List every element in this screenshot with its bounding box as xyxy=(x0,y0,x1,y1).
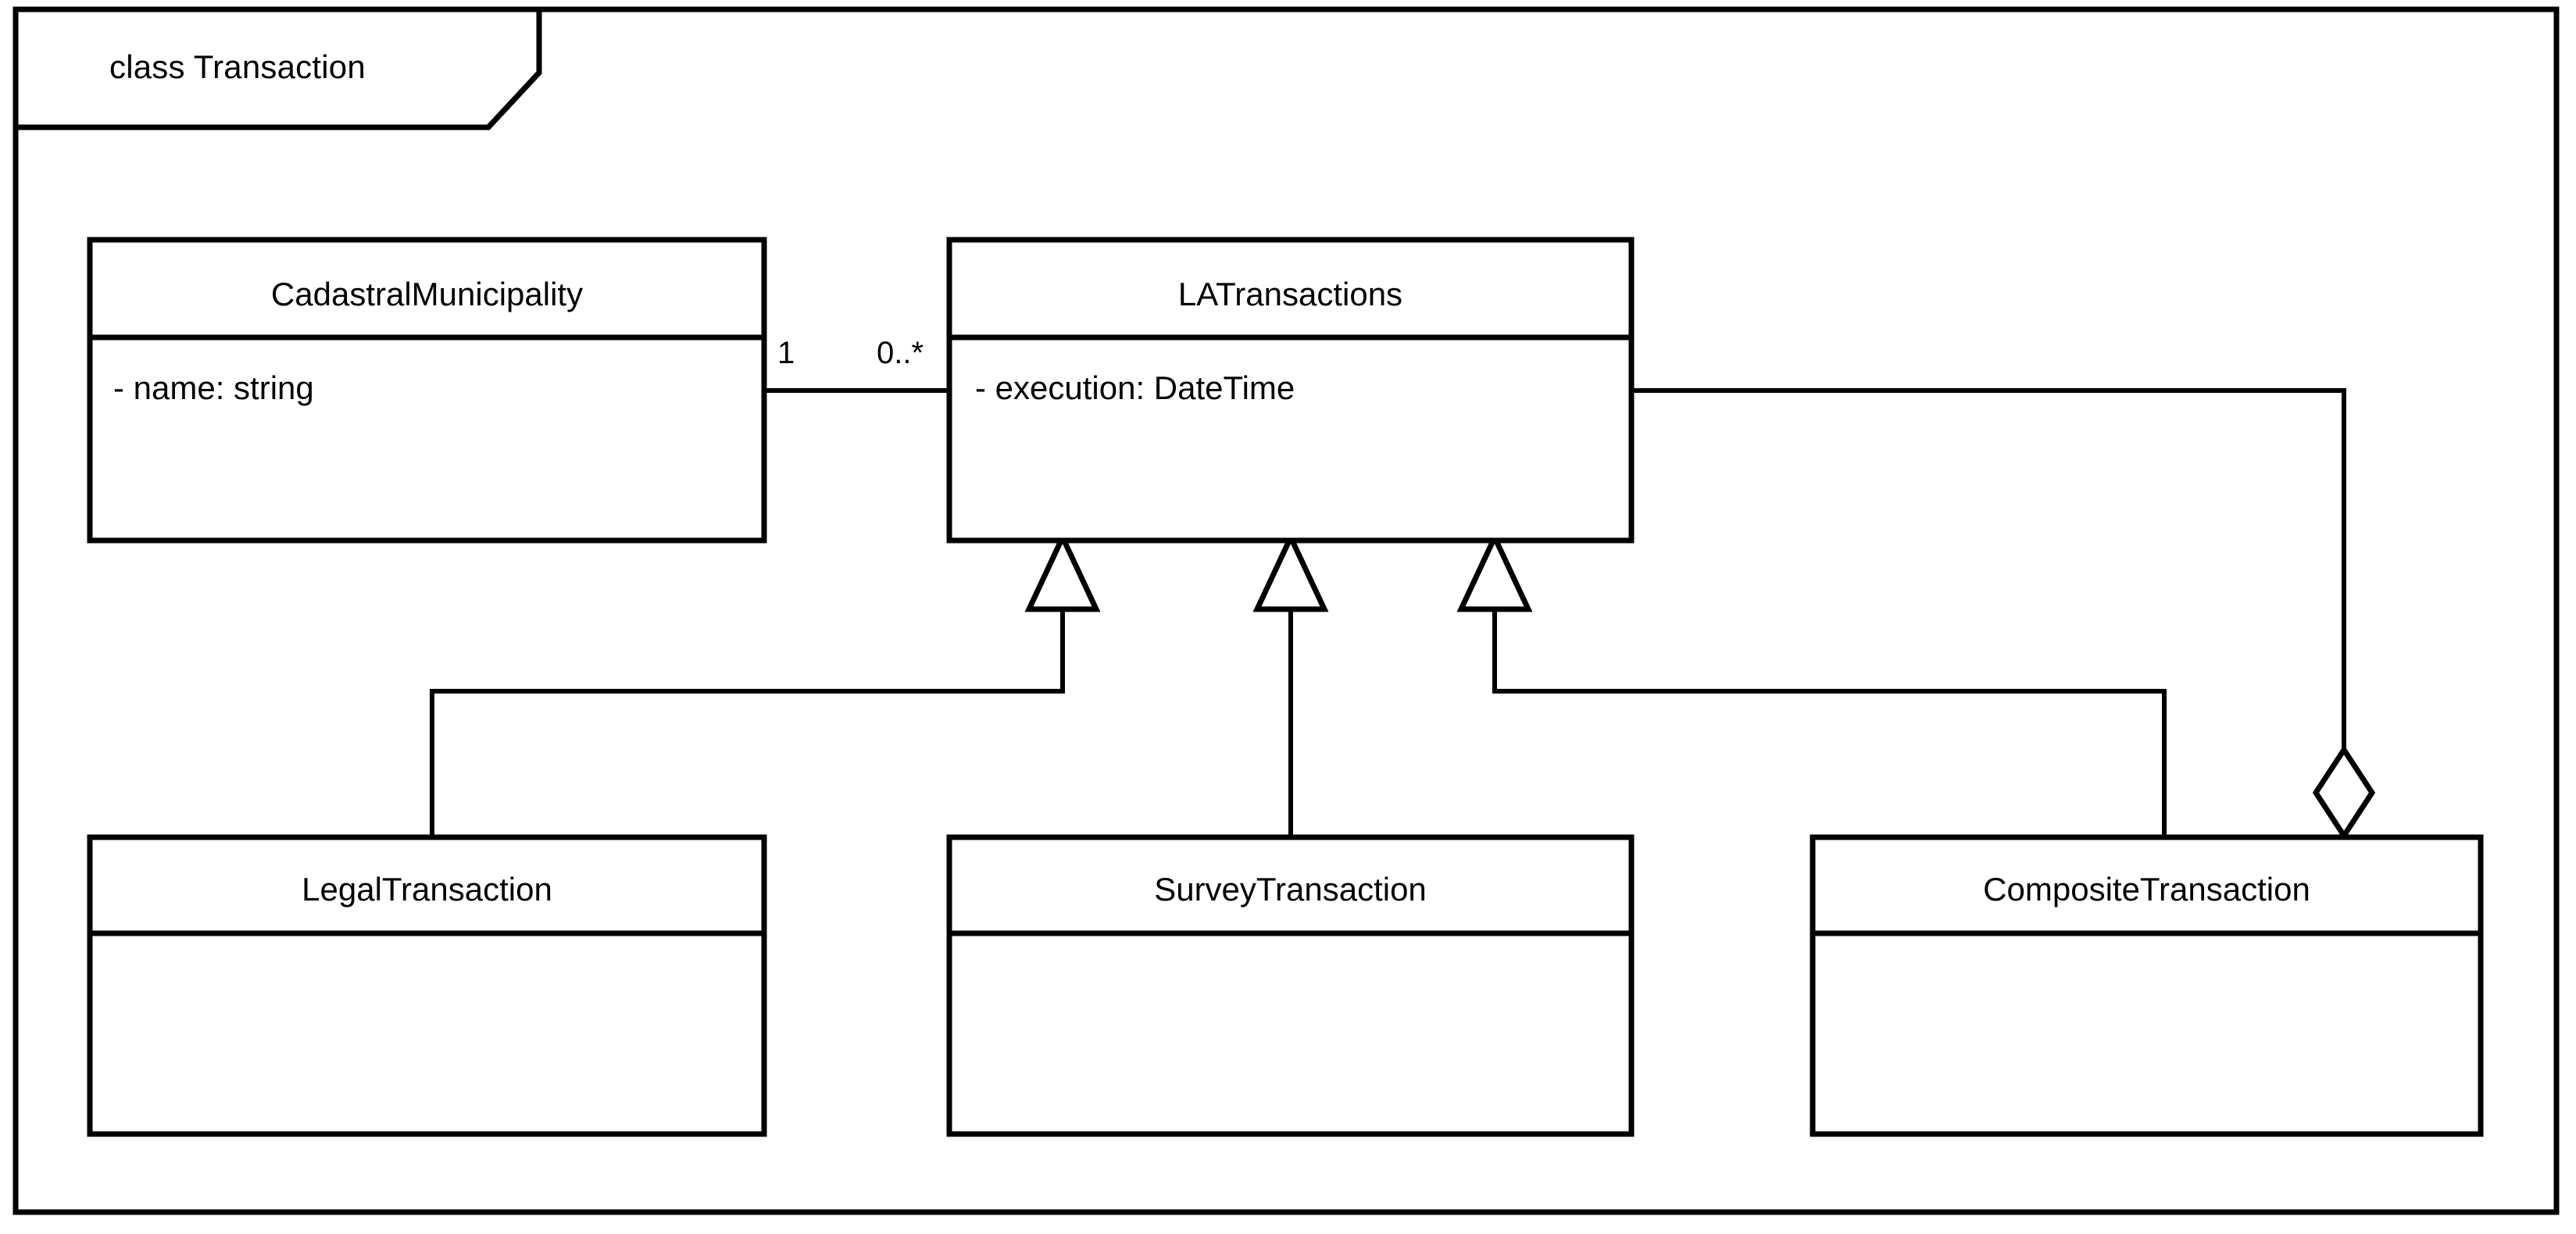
multiplicity-label-source: 1 xyxy=(777,336,795,370)
generalization-arrow-survey xyxy=(1252,530,1329,612)
generalization-arrow-composite xyxy=(1456,530,1533,612)
frame-tab-outline xyxy=(16,9,542,130)
diagram-frame-body xyxy=(13,6,2560,1215)
class-title-survey-transaction: SurveyTransaction xyxy=(1154,871,1427,908)
aggregation-line xyxy=(1631,388,2346,750)
class-box-legal-transaction[interactable] xyxy=(87,834,767,1137)
generalization-line-legal xyxy=(430,609,1065,837)
class-box-cadastral-municipality[interactable] xyxy=(87,237,767,544)
class-box-la-transactions[interactable] xyxy=(946,237,1635,544)
class-title-la-transactions: LATransactions xyxy=(1177,276,1403,312)
frame-title-label: class Transaction xyxy=(109,48,366,85)
class-title-legal-transaction: LegalTransaction xyxy=(302,871,552,908)
multiplicity-label-target: 0..* xyxy=(877,336,924,370)
generalization-line-composite xyxy=(1492,609,2167,837)
aggregation-diamond-icon xyxy=(2312,744,2376,841)
generalization-arrow-legal xyxy=(1024,530,1101,612)
class-title-composite-transaction: CompositeTransaction xyxy=(1983,871,2310,908)
class-attribute-cadastral-name: - name: string xyxy=(113,369,314,406)
class-attribute-la-execution: - execution: DateTime xyxy=(975,369,1295,406)
class-box-survey-transaction[interactable] xyxy=(946,834,1635,1137)
class-title-cadastral-municipality: CadastralMunicipality xyxy=(270,276,584,312)
class-box-composite-transaction[interactable] xyxy=(1810,834,2484,1137)
